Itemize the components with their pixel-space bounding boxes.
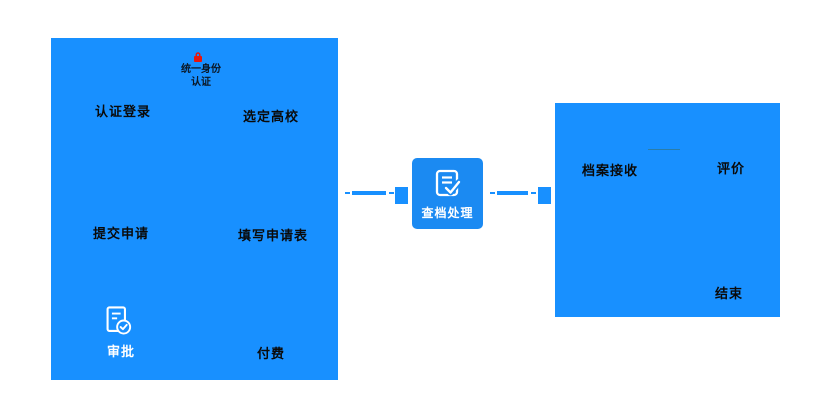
connector-left-dash-1 — [345, 192, 350, 194]
step-submit-application: 提交申请 — [93, 226, 150, 241]
step-end: 结束 — [715, 286, 744, 301]
connector-left-line — [352, 191, 386, 195]
connector-right-dash-2 — [531, 192, 536, 194]
step-auth-login: 认证登录 — [95, 104, 152, 119]
left-process-panel: 统一身份 认证 认证登录 选定高校 提交申请 填写申请表 审批 付费 — [51, 38, 338, 380]
middle-node-label: 查档处理 — [421, 206, 474, 220]
document-check-circle-icon — [106, 306, 132, 335]
faint-connector-line — [648, 149, 680, 150]
step-archive-receive: 档案接收 — [582, 163, 639, 178]
middle-process-node: 查档处理 — [412, 158, 483, 229]
title-line-2: 认证 — [191, 77, 211, 88]
document-check-icon — [435, 169, 462, 197]
step-select-university: 选定高校 — [243, 109, 300, 124]
red-lock-icon — [194, 52, 202, 62]
step-fill-form: 填写申请表 — [238, 228, 309, 243]
unified-identity-title: 统一身份 认证 — [161, 63, 241, 89]
step-evaluation: 评价 — [717, 161, 746, 176]
connector-left-node — [395, 187, 408, 204]
step-payment: 付费 — [257, 346, 286, 361]
right-process-panel: 档案接收 评价 结束 — [555, 103, 780, 317]
step-approval: 审批 — [107, 344, 136, 359]
connector-right-line — [497, 191, 528, 195]
connector-right-node — [538, 187, 551, 204]
connector-left-dash-2 — [389, 192, 394, 194]
connector-right-dash-1 — [490, 192, 495, 194]
title-line-1: 统一身份 — [181, 64, 221, 75]
